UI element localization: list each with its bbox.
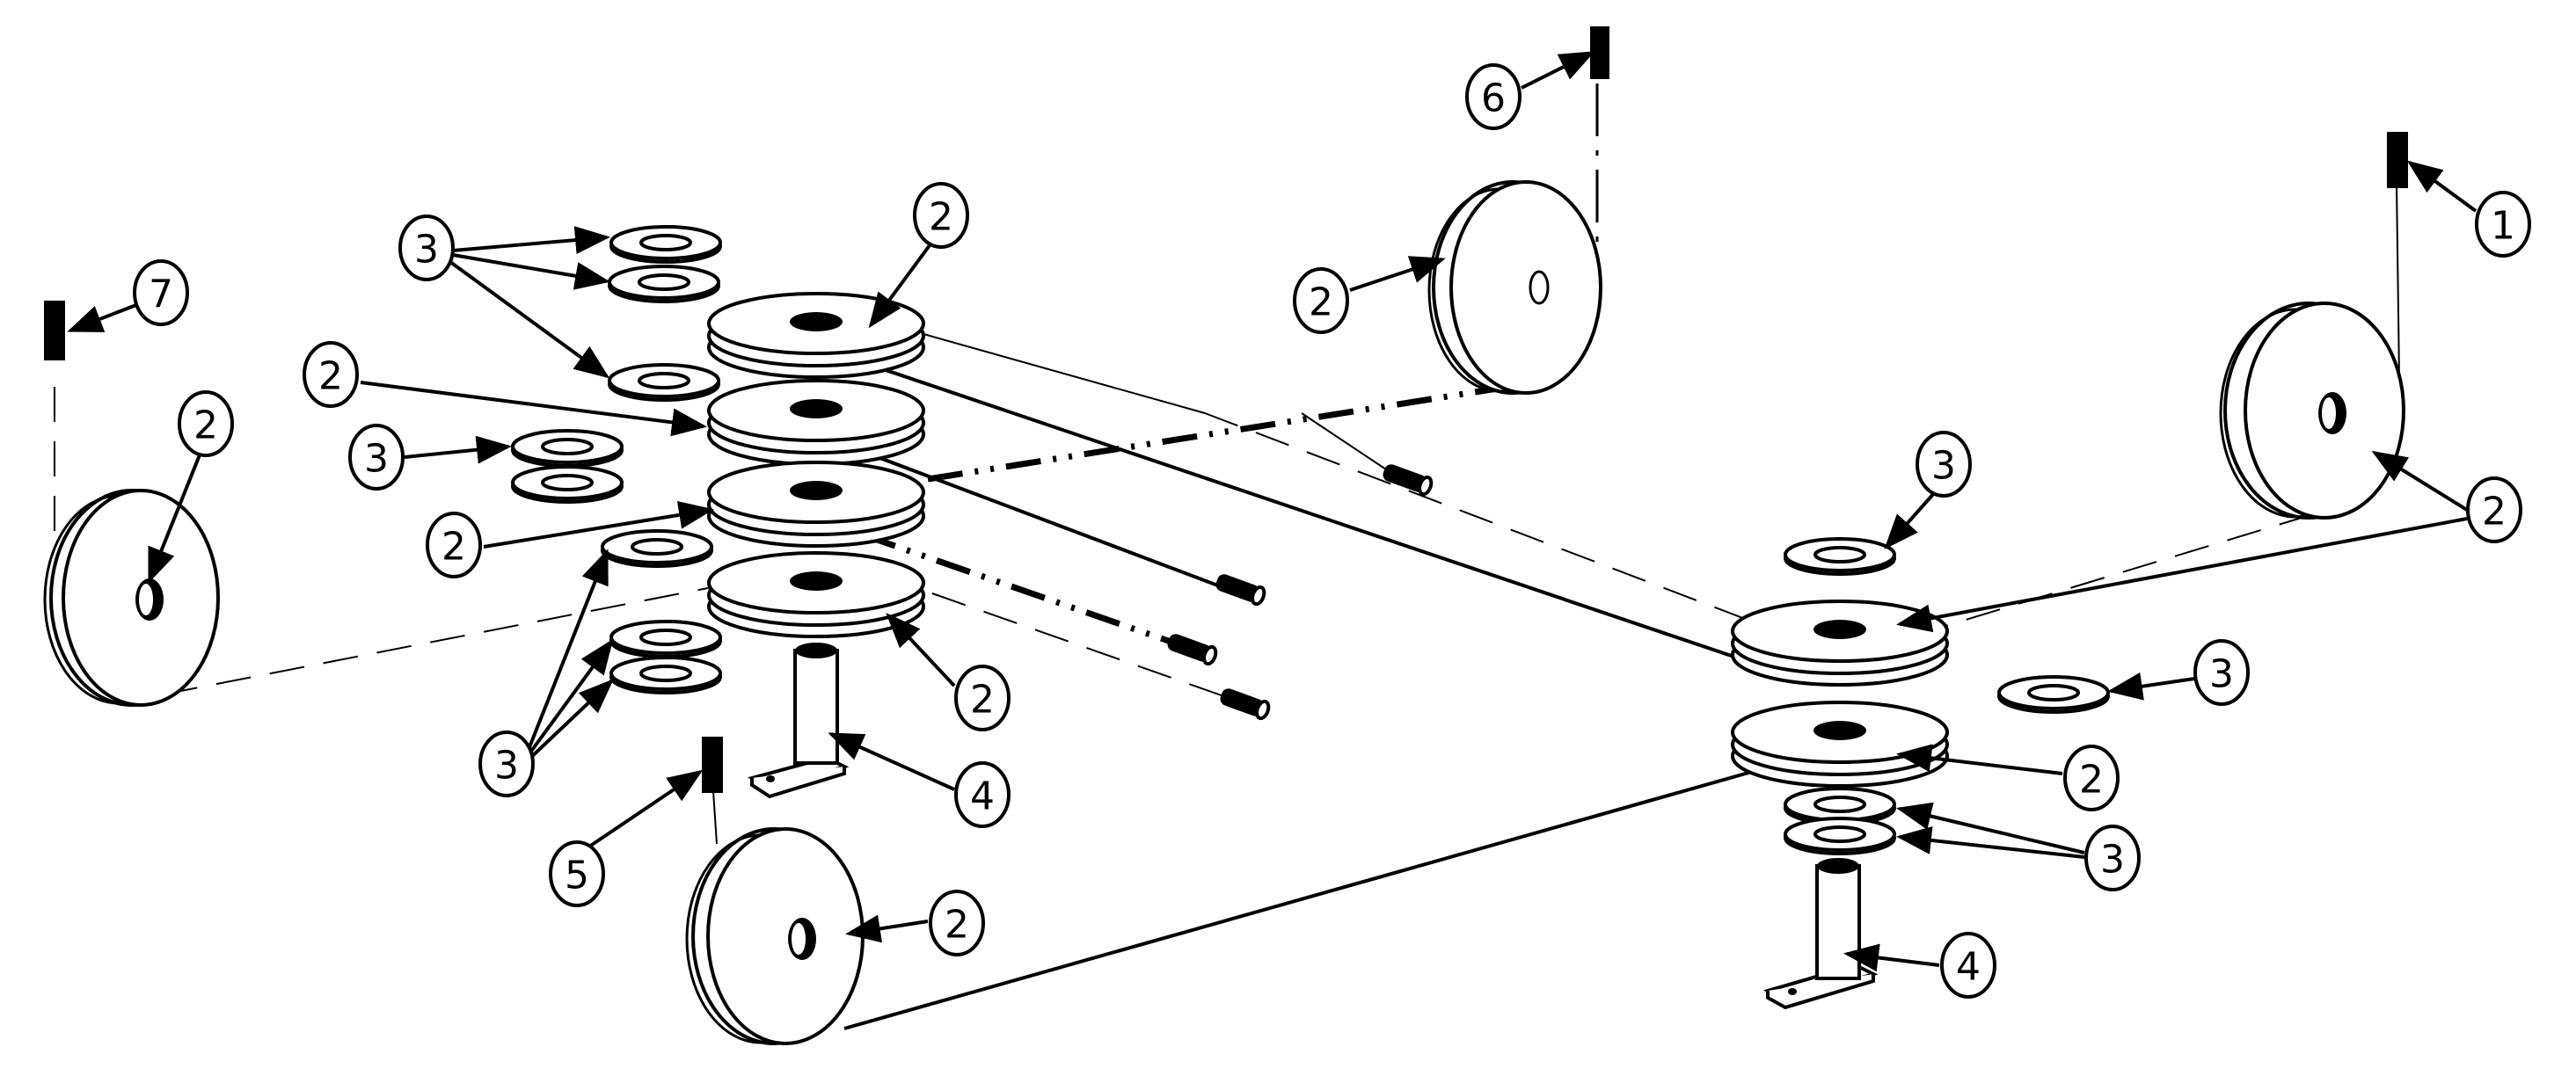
stack-pulley-4 [707, 551, 925, 638]
washer [511, 429, 624, 468]
pulley-hub [790, 481, 843, 500]
belt-left-to-stack [162, 586, 713, 695]
svg-text:4: 4 [970, 774, 995, 819]
svg-text:3: 3 [494, 744, 519, 789]
callout-5: 5 [549, 840, 605, 907]
svg-text:3: 3 [1931, 444, 1956, 489]
pulley-hub [790, 571, 843, 591]
right-stack-pulley-1 [1731, 600, 1949, 687]
bolt [1215, 574, 1266, 607]
washer [609, 620, 722, 658]
callout-2-left-pulley: 2 [178, 390, 234, 457]
pulley-hub [1813, 620, 1866, 639]
washers [511, 225, 2110, 855]
belt-top-to-bolt [1301, 412, 1395, 476]
svg-text:2: 2 [193, 404, 218, 448]
bolt [1167, 634, 1218, 666]
belt-end-clip-top [1590, 26, 1609, 79]
washer [608, 265, 720, 303]
belt-bottom-vertical [712, 790, 718, 845]
svg-text:4: 4 [1956, 945, 1981, 990]
washer [511, 465, 624, 504]
washer [608, 363, 720, 402]
callout-1: 1 [2475, 191, 2531, 258]
callout-3-low: 3 [478, 731, 535, 797]
belt-end-clip-left [44, 301, 65, 360]
svg-text:6: 6 [1481, 76, 1506, 121]
belt-lines [54, 84, 2400, 1030]
right-vertical-pulley [2219, 302, 2405, 520]
callout-2-stack-2: 2 [303, 341, 359, 408]
right-pulley-post [1762, 858, 1879, 1010]
washer [609, 225, 722, 264]
stack-pulley-2 [707, 379, 925, 466]
callout-3-mid: 3 [348, 424, 405, 491]
callout-2-right-stack-2: 2 [2063, 745, 2120, 811]
stack-pulley-3 [707, 461, 925, 548]
svg-text:3: 3 [2209, 652, 2234, 697]
belt-right-vertical [2396, 184, 2400, 379]
left-vertical-pulley [43, 489, 220, 707]
right-stack-pulley-2 [1731, 701, 1949, 788]
callout-2-stack-4: 2 [954, 665, 1011, 731]
callout-3-top: 3 [398, 214, 455, 281]
washer [1997, 675, 2110, 714]
washer [601, 529, 713, 568]
svg-text:7: 7 [149, 273, 173, 317]
svg-text:3: 3 [2100, 838, 2125, 883]
callout-3-right-top: 3 [1916, 431, 1972, 498]
svg-text:5: 5 [565, 854, 589, 898]
bolts [1167, 464, 1434, 721]
callout-6: 7 [133, 259, 189, 326]
svg-text:2: 2 [970, 678, 995, 723]
stack-pulley-1 [707, 292, 925, 379]
pulley-hub [790, 399, 843, 418]
pulley-hub [790, 312, 843, 331]
belt-end-clip-right [2387, 132, 2408, 188]
callout-2-stack-3: 2 [426, 512, 482, 578]
belt-stack3-to-bolt [860, 531, 1180, 648]
svg-text:2: 2 [929, 195, 953, 240]
top-vertical-pulley [1427, 180, 1602, 395]
belt-stack2-to-bolt [830, 438, 1223, 589]
belt-right-to-bottom [843, 763, 1777, 1030]
washer [1784, 537, 1896, 576]
belt-stack-to-right-solid [830, 350, 1769, 670]
bottom-vertical-pulley [685, 827, 865, 1045]
svg-text:2: 2 [441, 525, 466, 570]
callout-2-right-pulley: 2 [2466, 476, 2522, 543]
left-pulley-post [748, 643, 850, 799]
belt-stack1-to-right [923, 333, 1206, 414]
callout-4-left: 4 [954, 761, 1011, 828]
belt-stack-to-top-pulley [927, 383, 1509, 483]
callout-3-right-low: 3 [2084, 825, 2141, 891]
bolt [1220, 688, 1271, 721]
svg-text:2: 2 [2079, 758, 2104, 803]
callout-2-top-pulley: 2 [1293, 267, 1349, 334]
belt-stack1-to-right-dash [1204, 412, 1760, 625]
callout-7: 6 [1465, 63, 1522, 130]
pulley-hub [1813, 721, 1866, 740]
svg-text:3: 3 [364, 437, 389, 482]
svg-text:2: 2 [318, 354, 343, 399]
callout-2-stack-top: 2 [913, 182, 969, 249]
leader-lines [67, 51, 2477, 972]
svg-text:2: 2 [1309, 280, 1333, 325]
callout-3-right-side: 3 [2193, 639, 2250, 706]
washer [1784, 787, 1896, 825]
washer [609, 656, 722, 694]
pulley-hub-hole [1529, 270, 1550, 305]
svg-text:1: 1 [2491, 204, 2515, 249]
callout-2-bottom-pulley: 2 [929, 890, 985, 956]
belt-end-clip-bottom [702, 737, 723, 793]
callout-4-right: 4 [1940, 932, 1996, 999]
bolt [1383, 464, 1434, 497]
washer [1784, 817, 1896, 855]
svg-text:3: 3 [414, 228, 439, 273]
svg-text:2: 2 [945, 903, 969, 948]
svg-text:2: 2 [2482, 490, 2507, 534]
